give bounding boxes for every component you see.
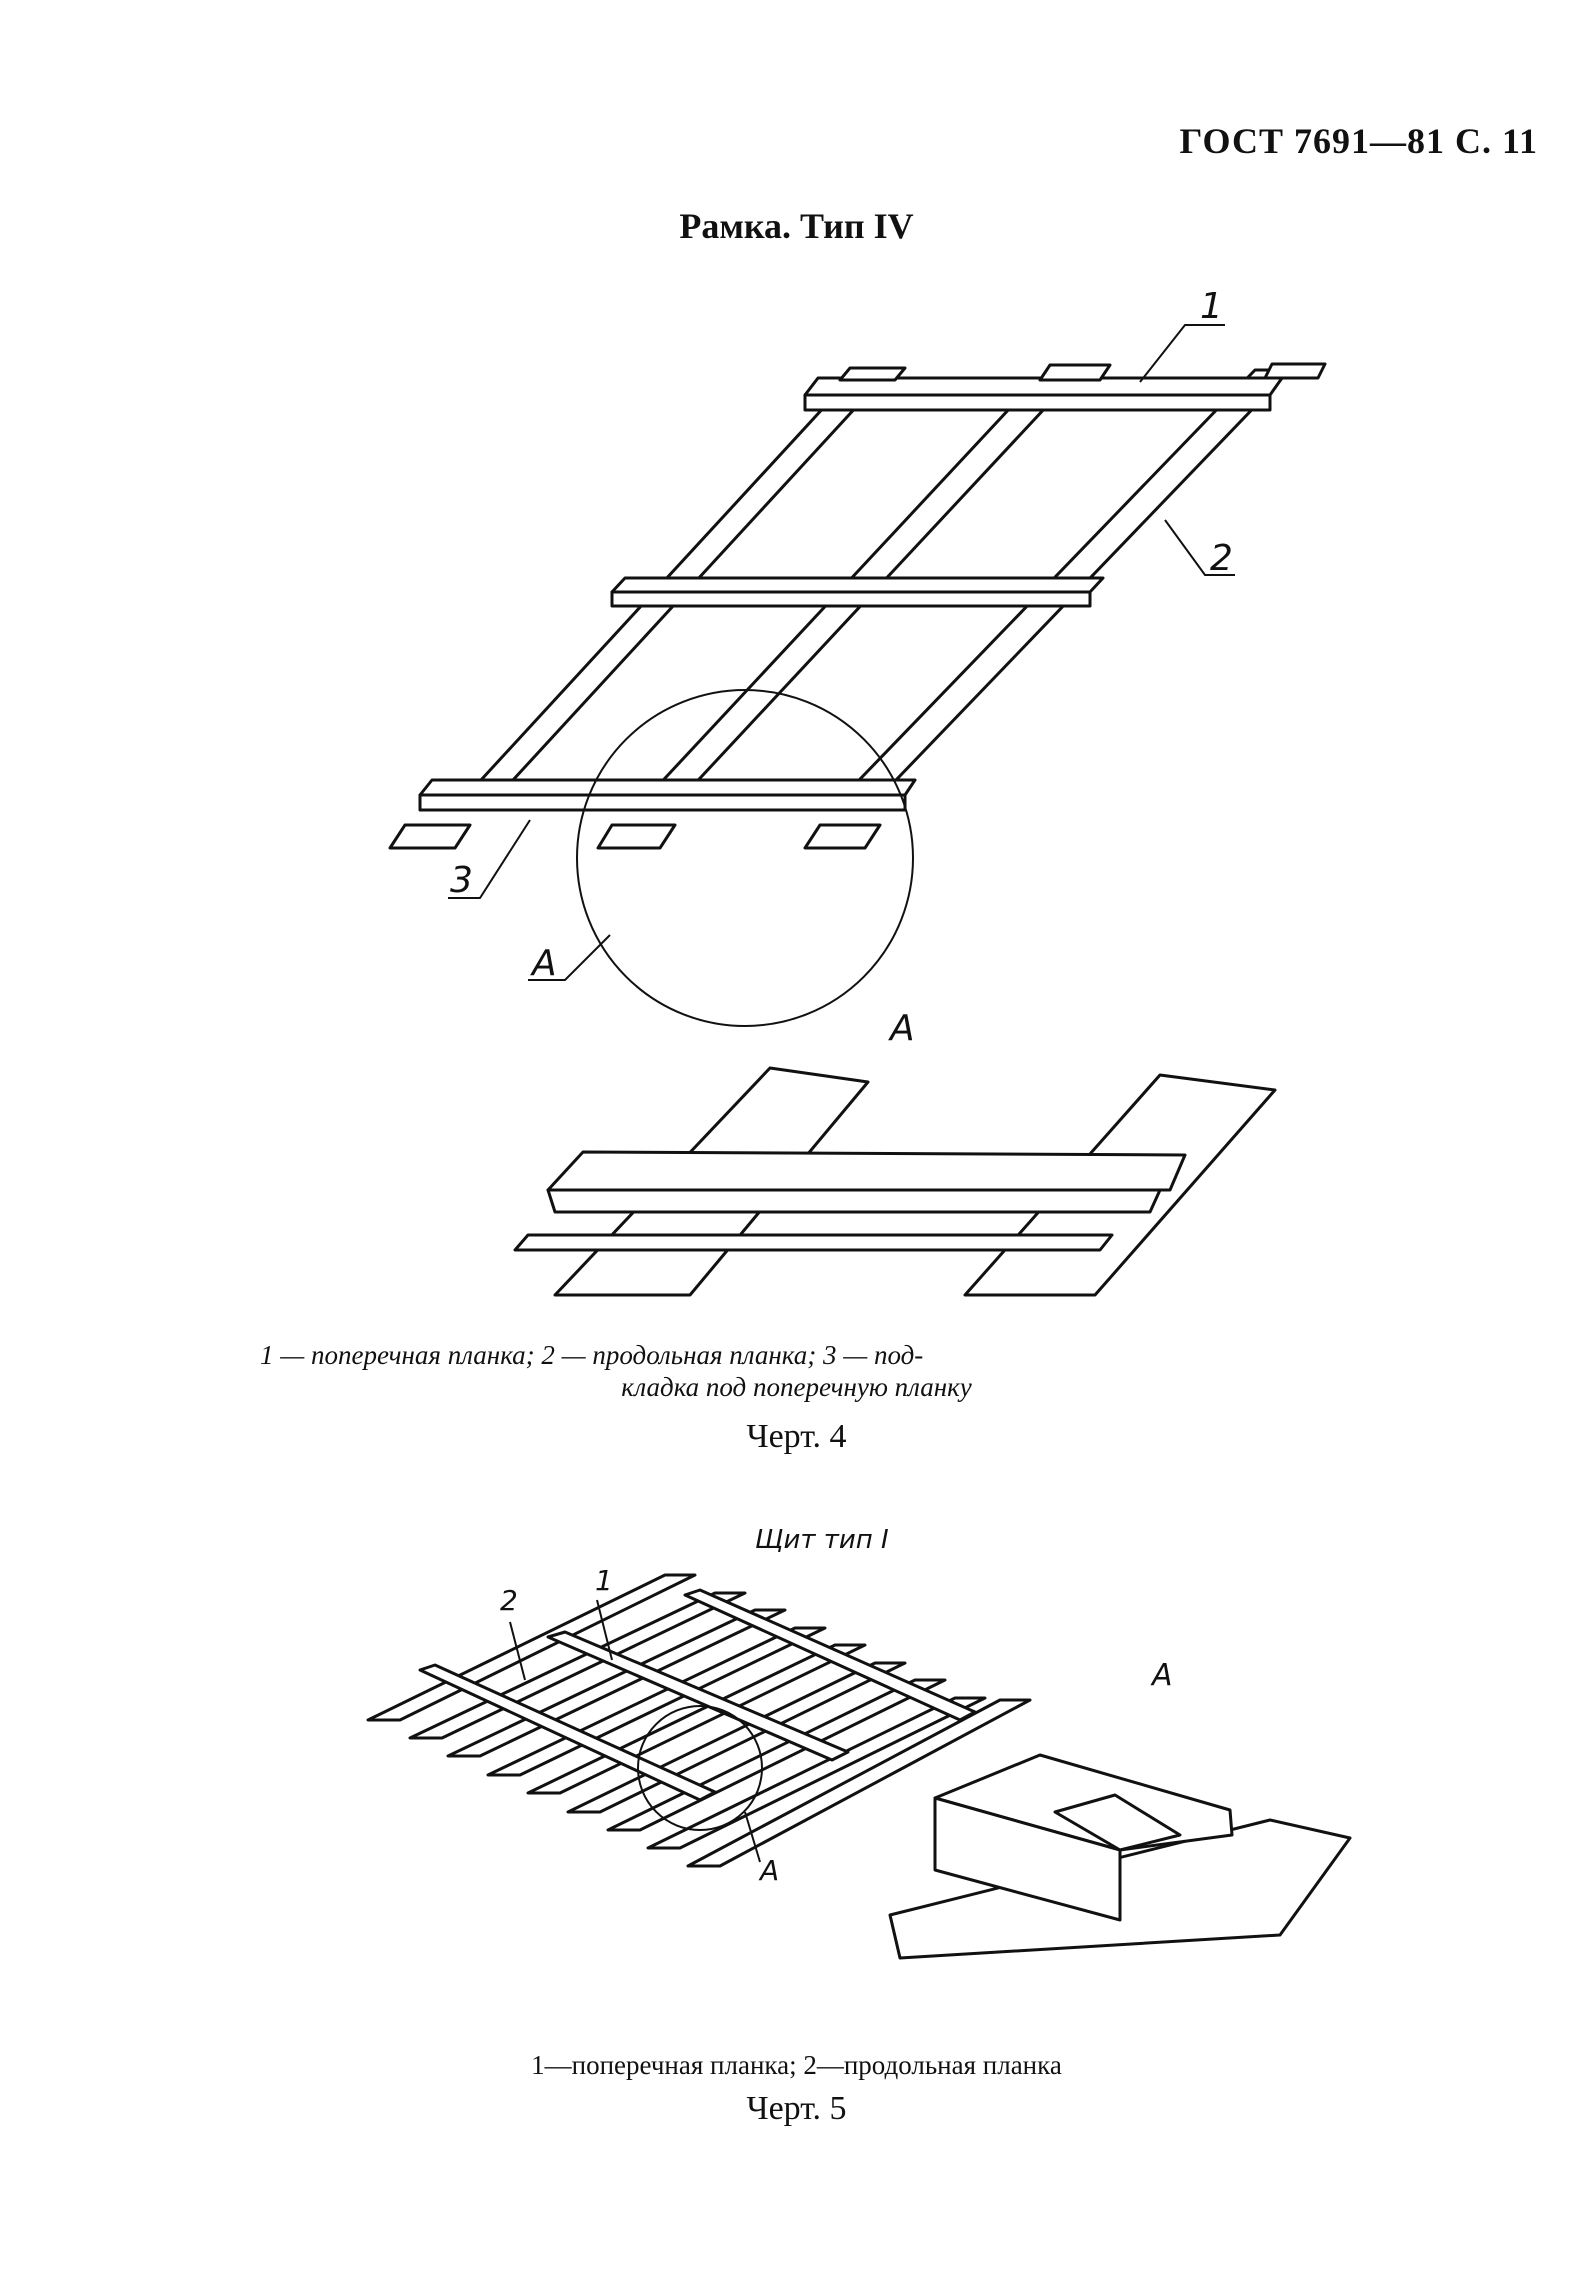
detail-a-shim: [513, 1233, 1114, 1252]
fig5-leader-1: [596, 1599, 613, 1661]
callout-a: А: [530, 943, 557, 984]
figure-4-caption-line-1: 1 — поперечная планка; 2 — продольная пл…: [260, 1340, 924, 1370]
top-stub-left: [838, 366, 907, 382]
fig5-cross-plank-left: [418, 1663, 717, 1802]
top-stub-right: [1263, 362, 1327, 380]
figure-5-subtitle: Щит тип I: [755, 1525, 889, 1555]
fig5-detail-block-front: [933, 1796, 1122, 1922]
fig5-leader-a: [744, 1811, 761, 1863]
shield-slats: [366, 1573, 1032, 1868]
bottom-stub-left: [388, 823, 472, 850]
fig5-cross-plank-right: [683, 1588, 977, 1722]
cross-plank-middle-front: [610, 590, 1092, 608]
fig5-callout-a: А: [758, 1854, 779, 1887]
leader-line-2: [1164, 519, 1235, 576]
fig5-detail-label-a: А: [1150, 1658, 1173, 1693]
callout-1: 1: [1200, 286, 1223, 327]
figure-4-title: Рамка. Тип IV: [679, 206, 914, 246]
figure-5-label: Черт. 5: [746, 2090, 847, 2127]
leader-line-1: [1139, 324, 1225, 383]
figure-5-caption: 1—поперечная планка; 2—продольная планка: [531, 2050, 1062, 2080]
leader-line-a: [528, 934, 611, 981]
detail-label-a: А: [888, 1008, 915, 1049]
callout-2: 2: [1210, 538, 1233, 579]
fig5-callout-1: 1: [595, 1564, 613, 1597]
fig5-callout-2: 2: [500, 1584, 518, 1617]
callout-3: 3: [450, 860, 473, 901]
page-header: ГОСТ 7691—81 С. 11: [1179, 121, 1538, 161]
cross-plank-top-front: [803, 393, 1272, 412]
figure-4-label: Черт. 4: [746, 1418, 847, 1455]
figure-4-caption-line-2: кладка под поперечную планку: [621, 1372, 972, 1402]
bottom-stub-right: [803, 823, 882, 850]
fig5-detail-circle: [637, 1705, 763, 1831]
detail-a-cross-plank-front: [546, 1188, 1162, 1214]
detail-circle-a: [576, 689, 914, 1027]
top-stub-middle: [1038, 363, 1112, 382]
fig5-leader-2: [509, 1621, 526, 1681]
leader-line-3: [448, 819, 531, 899]
fig5-detail-notch: [1053, 1793, 1182, 1852]
bottom-stub-middle: [596, 823, 677, 850]
